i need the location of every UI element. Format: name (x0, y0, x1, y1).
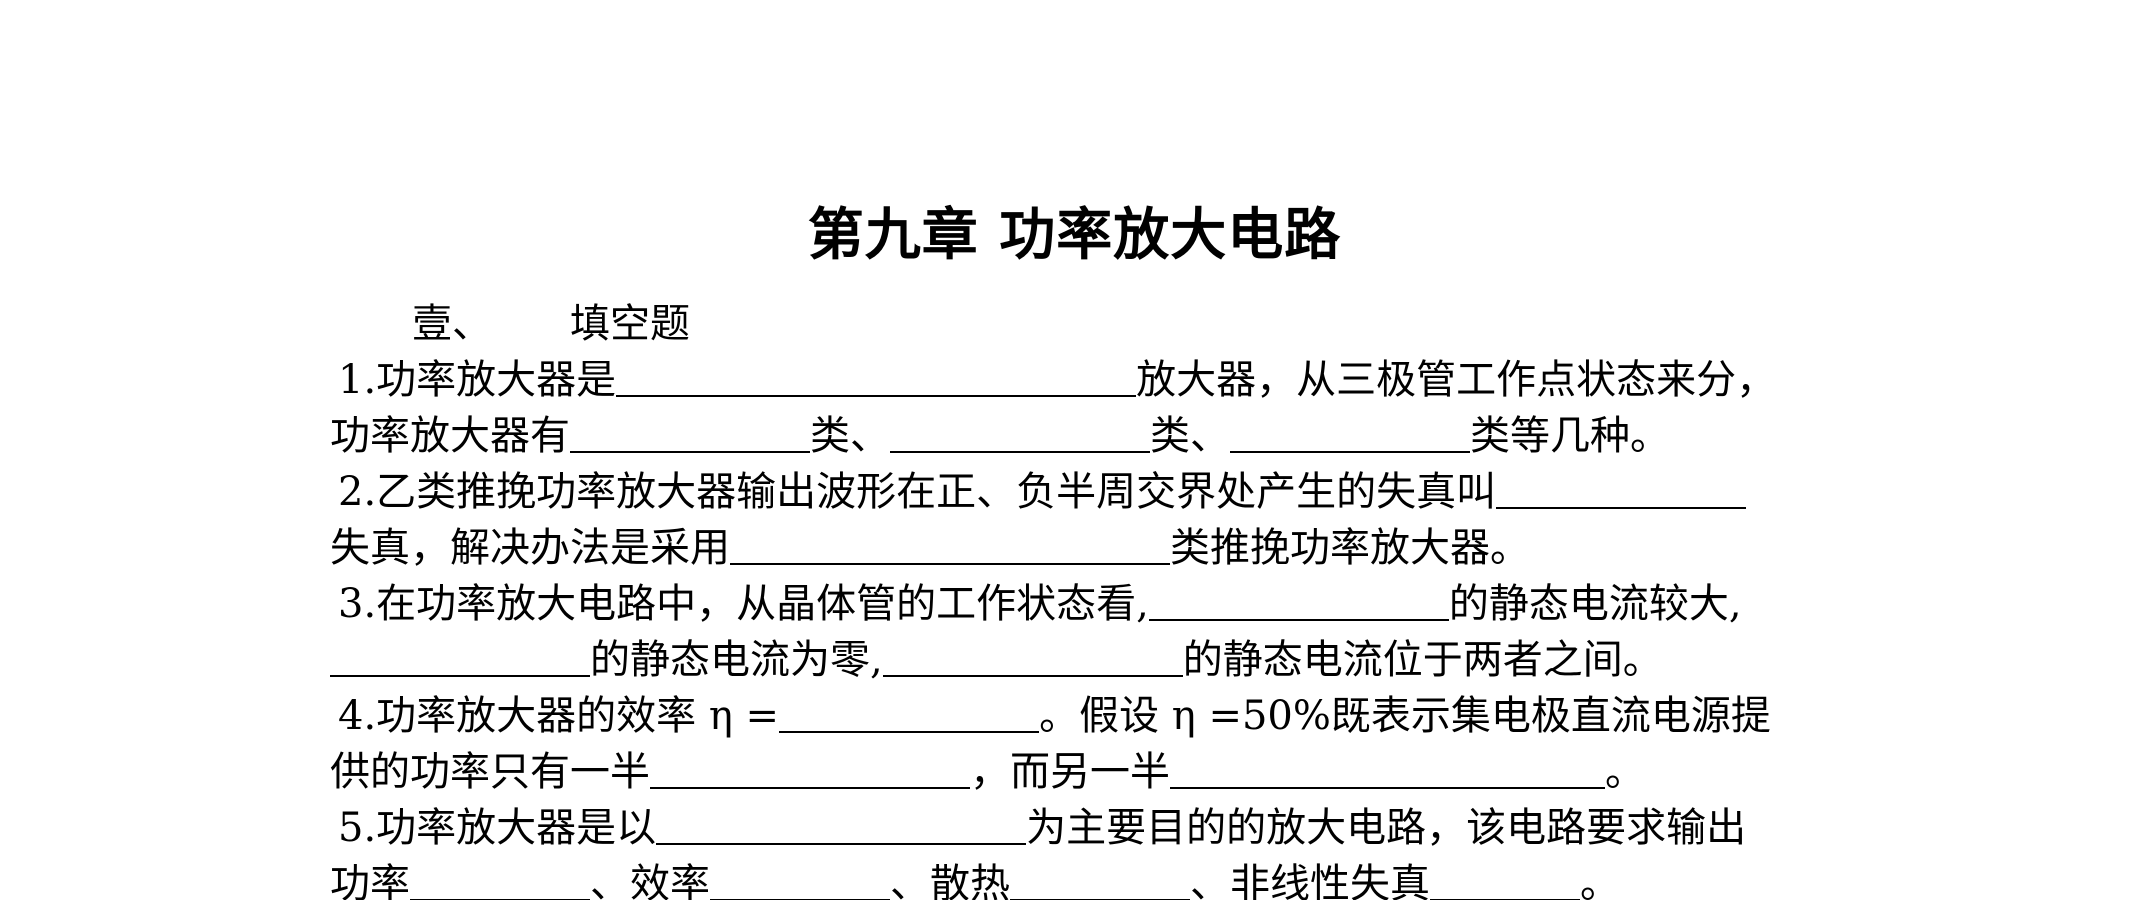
answer-blank[interactable] (570, 415, 810, 453)
answer-blank[interactable] (330, 639, 590, 677)
answer-blank[interactable] (1148, 583, 1449, 621)
question-text: 4.功率放大器的效率 η = (338, 693, 780, 739)
question-3-line-2: 的静态电流为零, 的静态电流位于两者之间。 (330, 632, 1830, 688)
question-text: 。假设 η =50%既表示集电极直流电源提 (1039, 693, 1771, 739)
question-text: 5.功率放大器是以 (338, 805, 657, 851)
answer-blank[interactable] (1430, 863, 1580, 900)
question-5-line-2: 功率 、效率 、散热 、非线性失真 。 (330, 856, 1830, 900)
question-1-line-2: 功率放大器有 类、 类、 类等几种。 (330, 408, 1830, 464)
question-3-line-1: 3.在功率放大电路中，从晶体管的工作状态看, 的静态电流较大, (330, 576, 1830, 632)
question-text: 。 (1580, 861, 1620, 900)
chapter-title: 第九章 功率放大电路 (807, 203, 1342, 268)
answer-blank[interactable] (650, 751, 970, 789)
question-1-line-1: 1.功率放大器是 放大器，从三极管工作点状态来分， (330, 352, 1830, 408)
section-heading: 壹、 填空题 (412, 296, 690, 352)
question-text: 。 (1605, 749, 1645, 795)
answer-blank[interactable] (410, 863, 590, 900)
answer-blank[interactable] (710, 863, 890, 900)
answer-blank[interactable] (882, 639, 1183, 677)
question-4-line-2: 供的功率只有一半 ，而另一半 。 (330, 744, 1830, 800)
question-text: 、效率 (590, 861, 710, 900)
question-text: 的静态电流位于两者之间。 (1182, 637, 1663, 683)
question-text: 功率 (330, 861, 410, 900)
question-text: 功率放大器有 (330, 413, 570, 459)
answer-blank[interactable] (616, 359, 1137, 397)
question-list: 1.功率放大器是 放大器，从三极管工作点状态来分， 功率放大器有 类、 类、 类等几种。… (330, 352, 1830, 900)
question-text: 2.乙类推挽功率放大器输出波形在正、负半周交界处产生的失真叫 (338, 469, 1497, 515)
answer-blank[interactable] (1496, 471, 1747, 509)
question-2-line-1: 2.乙类推挽功率放大器输出波形在正、负半周交界处产生的失真叫 (330, 464, 1830, 520)
question-text: 1.功率放大器是 (338, 357, 617, 403)
answer-blank[interactable] (779, 695, 1040, 733)
answer-blank[interactable] (890, 415, 1150, 453)
question-4-line-1: 4.功率放大器的效率 η = 。假设 η =50%既表示集电极直流电源提 (330, 688, 1830, 744)
question-text: 为主要目的的放大电路，该电路要求输出 (1026, 805, 1747, 851)
answer-blank[interactable] (656, 807, 1027, 845)
question-text: 的静态电流为零, (590, 637, 883, 683)
question-text: 、非线性失真 (1190, 861, 1430, 900)
question-5-line-1: 5.功率放大器是以 为主要目的的放大电路，该电路要求输出 (330, 800, 1830, 856)
question-text: 供的功率只有一半 (330, 749, 650, 795)
question-2-line-2: 失真，解决办法是采用 类推挽功率放大器。 (330, 520, 1830, 576)
question-text: 类等几种。 (1470, 413, 1670, 459)
question-text: ，而另一半 (970, 749, 1170, 795)
question-text: 类、 (810, 413, 890, 459)
question-text: 类、 (1150, 413, 1230, 459)
question-text: 类推挽功率放大器。 (1170, 525, 1530, 571)
question-text: 、散热 (890, 861, 1010, 900)
answer-blank[interactable] (1170, 751, 1605, 789)
section-number: 壹、 (412, 301, 492, 347)
question-text: 放大器，从三极管工作点状态来分， (1136, 357, 1777, 403)
question-text: 失真，解决办法是采用 (330, 525, 730, 571)
question-text: 的静态电流较大, (1448, 581, 1742, 627)
answer-blank[interactable] (730, 527, 1170, 565)
question-text: 3.在功率放大电路中，从晶体管的工作状态看, (338, 581, 1149, 627)
answer-blank[interactable] (1230, 415, 1470, 453)
answer-blank[interactable] (1010, 863, 1190, 900)
section-label: 填空题 (570, 301, 690, 347)
